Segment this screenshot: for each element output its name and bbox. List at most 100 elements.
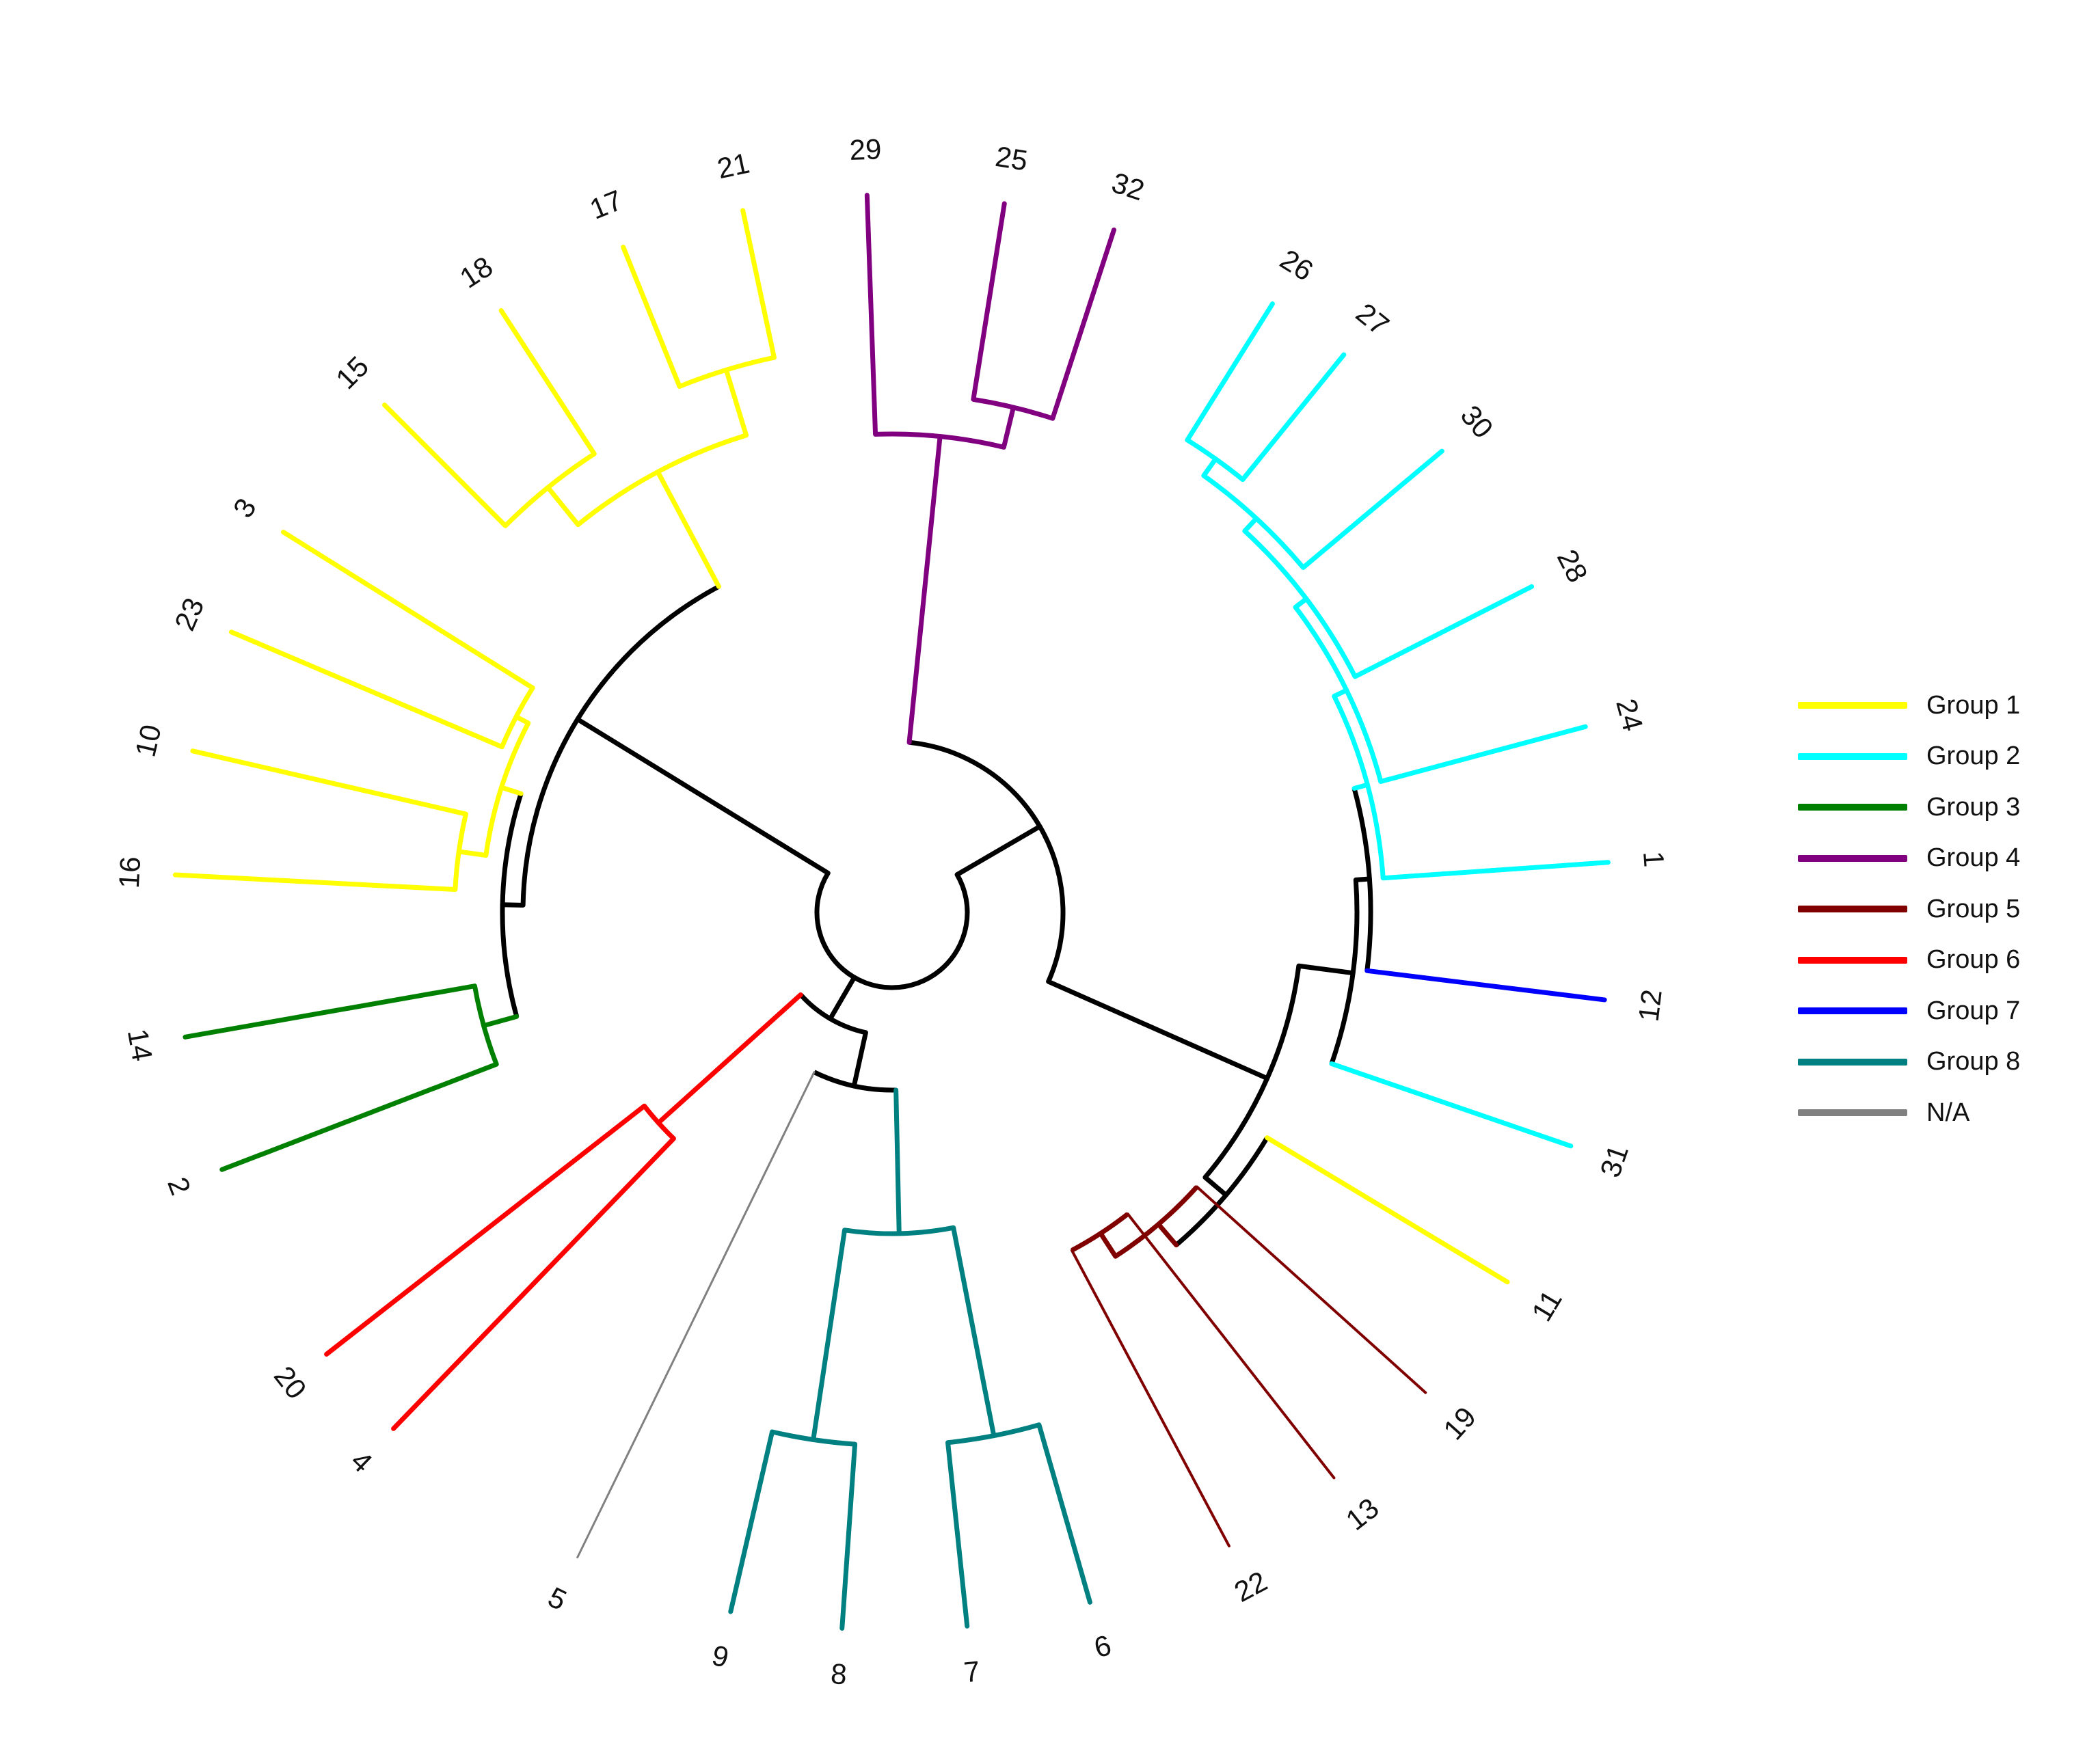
legend-label: Group 2 (1926, 742, 2021, 771)
clade-arc-49 (472, 986, 499, 1066)
leaf-branch-10 (190, 748, 468, 817)
leaf-branch-9 (728, 1429, 775, 1614)
legend-swatch (1798, 956, 1907, 964)
clade-arc-47 (500, 793, 524, 1018)
legend-label: Group 8 (1926, 1047, 2021, 1076)
legend-label: Group 3 (1926, 792, 2021, 822)
leaf-branch-11 (1265, 1135, 1510, 1285)
leaf-branch-30 (1300, 448, 1444, 570)
internal-branch-34 (893, 1087, 902, 1236)
tip-label-2: 2 (161, 1173, 197, 1199)
legend-item: Group 1 (1798, 680, 2071, 731)
internal-branch-30 (827, 975, 857, 1022)
leaf-branch-16 (172, 872, 458, 893)
legend-swatch (1798, 906, 1907, 913)
clade-arc-29 (1071, 1212, 1129, 1253)
internal-branch-36 (951, 1225, 997, 1439)
clade-arc-27 (1114, 1185, 1199, 1259)
leaf-branch-32 (1050, 227, 1116, 421)
internal-branch-56 (655, 469, 721, 589)
leaf-branch-7 (945, 1440, 970, 1629)
legend-label: Group 7 (1926, 996, 2021, 1025)
legend-item: Group 7 (1798, 986, 2071, 1037)
leaf-branch-29 (864, 193, 878, 437)
internal-branch-52 (456, 849, 489, 858)
internal-branch-4 (918, 434, 943, 629)
internal-branch-40 (656, 992, 803, 1126)
tip-label-19: 19 (1437, 1400, 1482, 1446)
clade-arc-15 (1332, 695, 1386, 879)
legend-label: Group 1 (1926, 690, 2021, 720)
leaf-branch-13 (1126, 1212, 1336, 1480)
tip-label-10: 10 (129, 722, 167, 760)
legend-item: Group 6 (1798, 935, 2071, 986)
leaf-branch-5 (576, 1071, 816, 1559)
legend-item: N/A (1798, 1087, 2071, 1139)
leaf-branch-8 (839, 1441, 858, 1631)
internal-branch-38 (811, 1227, 848, 1442)
legend-swatch (1798, 1007, 1907, 1015)
clade-arc-7 (973, 396, 1053, 421)
leaf-branch-26 (1185, 301, 1275, 443)
leaf-branch-22 (1070, 1249, 1230, 1548)
internal-branch-58 (546, 485, 581, 528)
legend-item: Group 3 (1798, 782, 2071, 833)
internal-branch-32 (851, 1030, 868, 1089)
clade-arc-23 (1186, 437, 1245, 482)
internal-branch-8 (1046, 979, 1270, 1081)
leaf-branch-31 (1329, 1061, 1574, 1149)
leaf-branch-17 (621, 244, 682, 389)
branch-layer (172, 193, 1611, 1631)
tip-label-25: 25 (993, 140, 1030, 177)
internal-branch-44 (575, 716, 813, 865)
legend-swatch (1798, 1058, 1907, 1066)
clade-arc-59 (503, 452, 596, 528)
legend-item: Group 2 (1798, 731, 2071, 783)
leaf-branch-2 (219, 1061, 499, 1172)
tip-label-24: 24 (1610, 695, 1649, 734)
tip-label-27: 27 (1350, 297, 1395, 342)
clade-arc-45 (520, 584, 721, 906)
tip-label-3: 3 (227, 493, 263, 524)
tip-label-18: 18 (454, 250, 498, 295)
tip-label-1: 1 (1637, 850, 1671, 869)
leaf-branch-28 (1352, 584, 1535, 679)
clade-arc-33 (813, 1070, 896, 1093)
leaf-branch-1 (1380, 860, 1611, 881)
leaf-branch-21 (740, 208, 777, 360)
root-arc (814, 871, 970, 990)
tip-label-8: 8 (830, 1657, 848, 1691)
tip-label-11: 11 (1525, 1285, 1568, 1327)
internal-branch-28 (1098, 1231, 1118, 1259)
leaf-branch-3 (281, 530, 535, 690)
internal-branch-50 (499, 785, 524, 796)
clade-arc-9 (1203, 965, 1302, 1179)
tip-label-14: 14 (122, 1027, 159, 1063)
legend-swatch (1798, 854, 1907, 862)
clade-arc-57 (576, 433, 747, 527)
legend-label: N/A (1926, 1098, 1970, 1127)
clade-arc-1 (909, 739, 1066, 983)
tip-label-21: 21 (714, 147, 752, 185)
internal-branch-0 (954, 824, 1042, 878)
leaf-branch-6 (1036, 1422, 1092, 1605)
tip-label-29: 29 (849, 133, 882, 166)
legend-item: Group 5 (1798, 884, 2071, 935)
tip-label-4: 4 (345, 1444, 378, 1478)
tip-label-22: 22 (1229, 1565, 1272, 1608)
clade-arc-31 (798, 993, 867, 1035)
clade-arc-5 (875, 431, 1005, 450)
tip-label-17: 17 (585, 184, 627, 226)
legend-swatch (1798, 752, 1907, 760)
leaf-branch-12 (1364, 968, 1607, 1003)
internal-branch-26 (1156, 1221, 1179, 1248)
leaf-branch-27 (1240, 352, 1347, 483)
clade-arc-35 (844, 1225, 954, 1236)
leaf-branch-23 (228, 629, 505, 750)
internal-branch-60 (723, 367, 749, 438)
legend-label: Group 6 (1926, 945, 2021, 975)
legend-item: Group 8 (1798, 1037, 2071, 1088)
leaf-branch-20 (324, 1103, 647, 1357)
